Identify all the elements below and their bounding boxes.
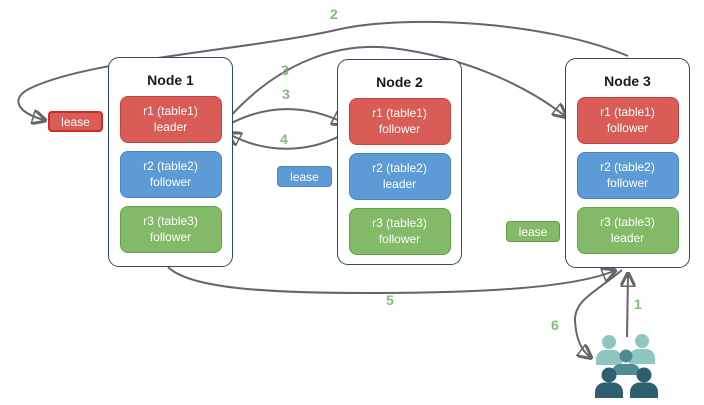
step-label-3a: 3	[281, 62, 289, 78]
range-name: r2 (table2)	[143, 158, 198, 173]
node-1: Node 1 r1 (table1) leader r2 (table2) fo…	[108, 57, 233, 267]
arrow-step1-users-to-node3	[627, 275, 628, 338]
range-name: r3 (table3)	[372, 215, 427, 230]
node-2-range-r3: r3 (table3) follower	[348, 208, 451, 255]
arrow-step3-node1-to-node2	[225, 108, 344, 127]
range-name: r2 (table2)	[600, 159, 655, 174]
lease-badge-r2: lease	[277, 166, 332, 187]
node-3-range-r3: r3 (table3) leader	[576, 207, 679, 254]
range-name: r2 (table2)	[372, 160, 427, 175]
step-label-2: 2	[330, 6, 338, 22]
range-role: leader	[382, 176, 417, 191]
range-name: r1 (table1)	[372, 105, 427, 120]
range-name: r1 (table1)	[143, 103, 198, 118]
node-2-range-r1: r1 (table1) follower	[348, 98, 451, 145]
node-1-range-r3: r3 (table3) follower	[119, 206, 222, 253]
step-label-4: 4	[280, 131, 288, 147]
range-role: follower	[149, 174, 192, 189]
range-role: leader	[610, 230, 645, 245]
range-name: r3 (table3)	[143, 213, 198, 228]
range-role: follower	[606, 120, 649, 135]
node-3: Node 3 r1 (table1) follower r2 (table2) …	[565, 58, 690, 268]
arrow-step4-node2-to-node1	[229, 132, 348, 150]
node-3-range-r1: r1 (table1) follower	[576, 97, 679, 144]
step-label-3b: 3	[282, 86, 290, 102]
step-label-1: 1	[634, 296, 642, 312]
lease-badge-r3: lease	[506, 221, 560, 242]
node-2-title: Node 2	[376, 74, 423, 90]
node-1-range-r2: r2 (table2) follower	[119, 151, 222, 198]
lease-badge-r1: lease	[48, 111, 103, 132]
node-1-title: Node 1	[147, 72, 194, 88]
range-name: r3 (table3)	[600, 214, 655, 229]
range-role: follower	[149, 229, 192, 244]
node-1-range-r1: r1 (table1) leader	[119, 96, 222, 143]
range-role: follower	[606, 175, 649, 190]
step-label-6: 6	[551, 317, 559, 333]
node-2-range-r2: r2 (table2) leader	[348, 153, 451, 200]
step-label-5: 5	[386, 292, 394, 308]
node-2: Node 2 r1 (table1) follower r2 (table2) …	[337, 59, 462, 265]
node-3-title: Node 3	[604, 73, 651, 89]
users-group-icon	[595, 334, 658, 398]
range-role: leader	[153, 119, 188, 134]
arrow-step5-node1-to-node3	[167, 266, 614, 295]
node-3-range-r2: r2 (table2) follower	[576, 152, 679, 199]
range-name: r1 (table1)	[600, 104, 655, 119]
range-role: follower	[378, 231, 421, 246]
range-role: follower	[378, 121, 421, 136]
